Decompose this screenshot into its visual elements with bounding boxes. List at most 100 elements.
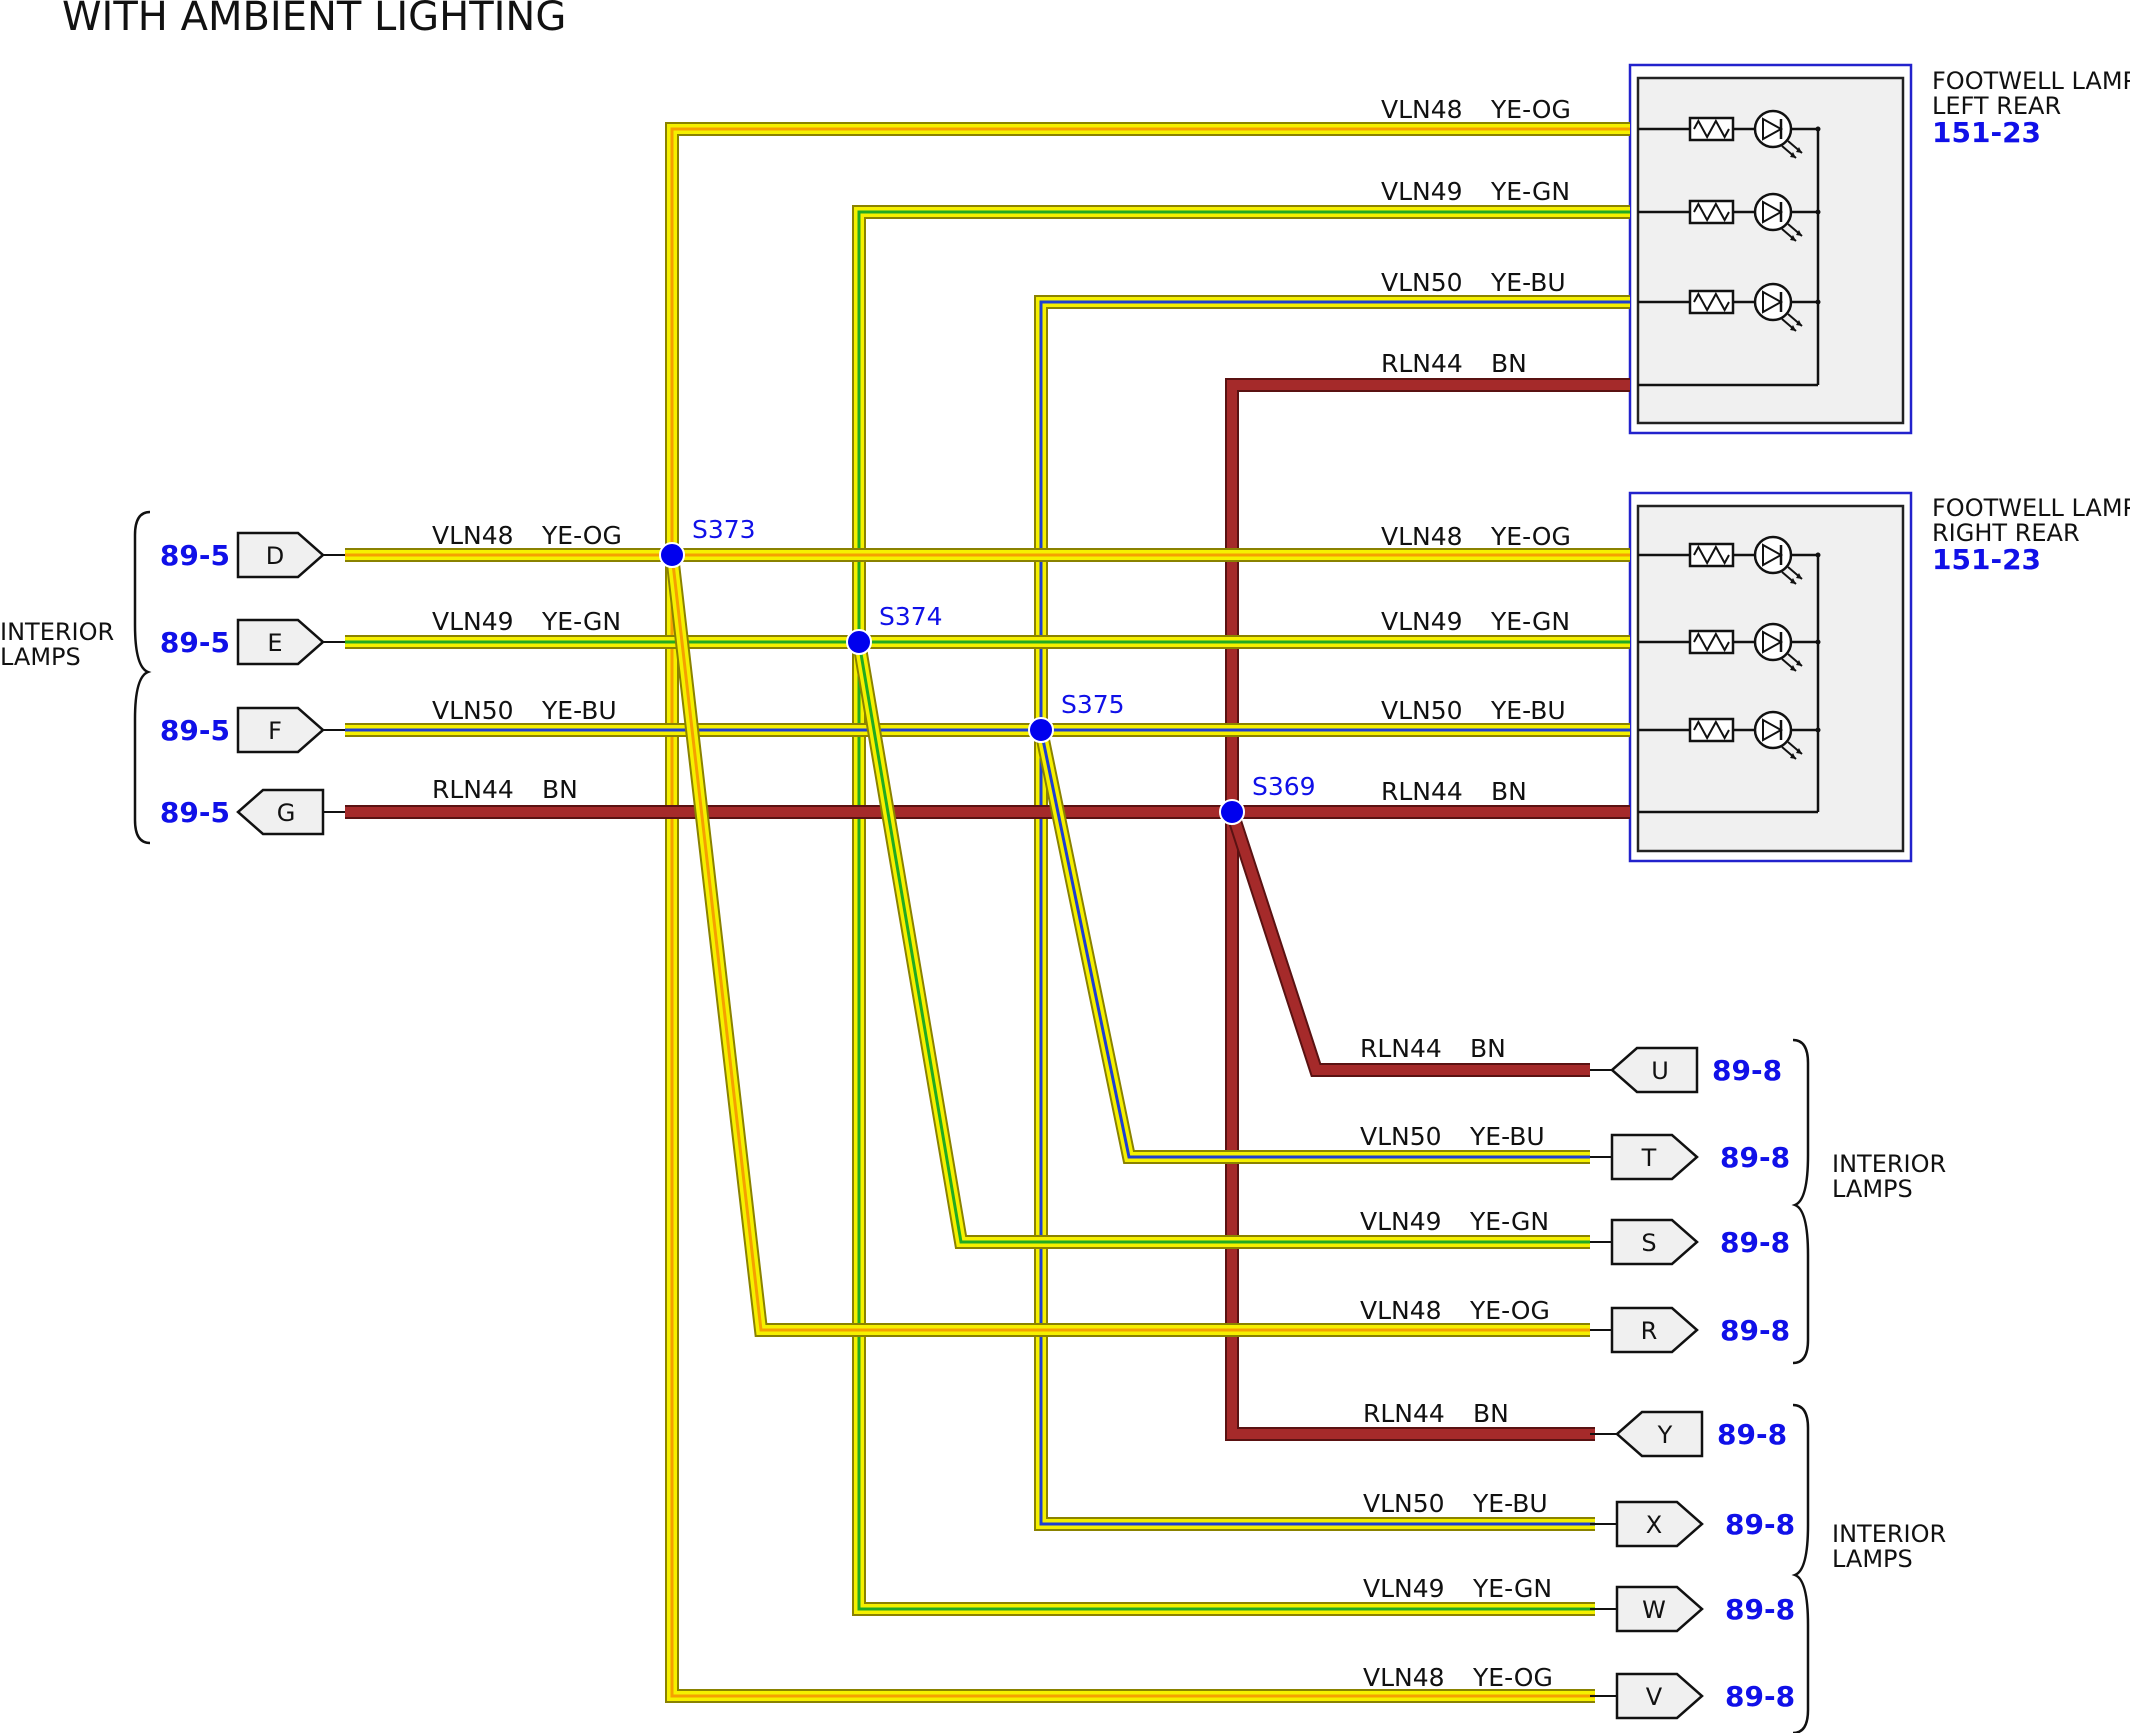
left-rear-lamp-name-line2: LEFT REAR [1932, 92, 2061, 120]
splice-s375[interactable]: S375 [1028, 690, 1125, 743]
connector-shape [236, 788, 325, 836]
connector-shape [1610, 1046, 1699, 1094]
connector-pin-u[interactable]: U 89-8 [1590, 1046, 1782, 1094]
connector-pin-label: G [277, 799, 296, 827]
resistor-icon [1688, 717, 1735, 743]
wire-label-color-code: BN [542, 775, 578, 804]
wire-label-circuit: VLN48 [432, 521, 514, 550]
wire-rln44-left-rear-lamp[interactable] [1225, 378, 1630, 1441]
connector-pin-label: U [1651, 1057, 1669, 1085]
right-rear-lamp-name-line2: RIGHT REAR [1932, 519, 2080, 547]
connector-pin-g[interactable]: G 89-5 [160, 788, 345, 836]
led-icon [1753, 710, 1803, 760]
wire-label-circuit: VLN48 [1381, 522, 1463, 551]
connector-shape [1610, 1218, 1699, 1266]
wire-vln49-left-rear-lamp[interactable] [852, 205, 1630, 1616]
right-rear-lamp-ref[interactable]: 151-23 [1932, 543, 2041, 576]
wire-label-color-code: YE-BU [1490, 268, 1566, 297]
connector-pin-x[interactable]: X 89-8 [1590, 1500, 1795, 1548]
splice-s374[interactable]: S374 [846, 602, 943, 655]
wire-label-circuit: VLN49 [1363, 1574, 1445, 1603]
connector-ref[interactable]: 89-8 [1720, 1314, 1790, 1347]
connector-ref[interactable]: 89-8 [1712, 1054, 1782, 1087]
wire-label-color-code: YE-GN [1469, 1207, 1549, 1236]
connector-shape [236, 706, 325, 754]
connector-pin-f[interactable]: F89-5 [160, 706, 345, 754]
connector-ref[interactable]: 89-5 [160, 539, 230, 572]
connector-ref[interactable]: 89-8 [1720, 1141, 1790, 1174]
lamp-internals [1638, 109, 1821, 814]
connector-ref[interactable]: 89-8 [1720, 1226, 1790, 1259]
wire-label-color-code: YE-GN [541, 607, 621, 636]
connector-ref[interactable]: 89-8 [1725, 1508, 1795, 1541]
wire-vln48-branch-r[interactable] [665, 554, 1590, 1337]
wire-label-circuit: RLN44 [1363, 1399, 1445, 1428]
connector-shape [236, 618, 325, 666]
wire-label-circuit: VLN49 [1360, 1207, 1442, 1236]
wire-label-color-code: YE-BU [1472, 1489, 1548, 1518]
resistor-icon [1688, 629, 1735, 655]
wire-label-circuit: VLN48 [1363, 1663, 1445, 1692]
splice-s369[interactable]: S369 [1219, 772, 1316, 825]
resistor-icon [1688, 199, 1735, 225]
connector-pin-e[interactable]: E 89-5 [160, 618, 345, 666]
connector-ref[interactable]: 89-5 [160, 626, 230, 659]
connector-ref[interactable]: 89-8 [1725, 1680, 1795, 1713]
wire-label-circuit: RLN44 [432, 775, 514, 804]
led-icon [1753, 282, 1803, 332]
connector-shape [236, 531, 325, 579]
wire-rln44-branch-u[interactable] [1225, 809, 1590, 1077]
wire-vln49-branch-s[interactable] [852, 640, 1590, 1249]
right-lower-group-label-line2: LAMPS [1832, 1545, 1913, 1573]
connector-ref[interactable]: 89-5 [160, 796, 230, 829]
wire-label-color-code: YE-OG [541, 521, 622, 550]
lamp-circuit-right-rear [1638, 535, 1821, 814]
connector-ref[interactable]: 89-8 [1717, 1418, 1787, 1451]
connector-pin-d[interactable]: D 89-5 [160, 531, 345, 579]
connector-pin-label: E [267, 629, 282, 657]
connector-pin-label: W [1642, 1596, 1666, 1624]
wire-label-color-code: YE-OG [1490, 95, 1571, 124]
wire-label-circuit: VLN50 [1363, 1489, 1445, 1518]
wire-label-color-code: BN [1473, 1399, 1509, 1428]
wire-label-color-code: YE-OG [1469, 1296, 1550, 1325]
connector-ref[interactable]: 89-8 [1725, 1593, 1795, 1626]
connector-ref[interactable]: 89-5 [160, 714, 230, 747]
wire-label-color-code: BN [1491, 349, 1527, 378]
wire-label-circuit: RLN44 [1360, 1034, 1442, 1063]
wire-label-color-code: YE-OG [1490, 522, 1571, 551]
connector-pin-w[interactable]: W 89-8 [1590, 1585, 1795, 1633]
wire-label-color-code: BN [1470, 1034, 1506, 1063]
wire-label-circuit: RLN44 [1381, 349, 1463, 378]
splice-label: S374 [879, 602, 943, 631]
splice-label: S369 [1252, 772, 1316, 801]
right-upper-group-label-line1: INTERIOR [1832, 1150, 1946, 1178]
led-icon [1753, 535, 1803, 585]
wire-vln50-left-rear-lamp[interactable] [1034, 295, 1630, 1531]
wire-label-circuit: VLN50 [1381, 268, 1463, 297]
left-group-brace [133, 510, 152, 845]
wire-label-color-code: YE-BU [1490, 696, 1566, 725]
connector-pin-s[interactable]: S 89-8 [1590, 1218, 1790, 1266]
left-group-label-line2: LAMPS [0, 643, 81, 671]
wire-vln50-branch-t[interactable] [1034, 728, 1590, 1164]
left-rear-lamp-ref[interactable]: 151-23 [1932, 116, 2041, 149]
led-icon [1753, 109, 1803, 159]
connector-pin-label: D [266, 542, 284, 570]
wire-label-circuit: VLN48 [1360, 1296, 1442, 1325]
right-upper-group-brace [1791, 1038, 1810, 1365]
connector-pin-label: X [1646, 1511, 1662, 1539]
led-icon [1753, 192, 1803, 242]
wire-label-circuit: RLN44 [1381, 777, 1463, 806]
wire-label-color-code: YE-GN [1490, 177, 1570, 206]
splice-s373[interactable]: S373 [659, 515, 756, 568]
wire-vln48-left-rear-lamp[interactable] [665, 122, 1630, 1703]
wire-label-color-code: YE-OG [1472, 1663, 1553, 1692]
connector-pin-label: S [1641, 1229, 1656, 1257]
